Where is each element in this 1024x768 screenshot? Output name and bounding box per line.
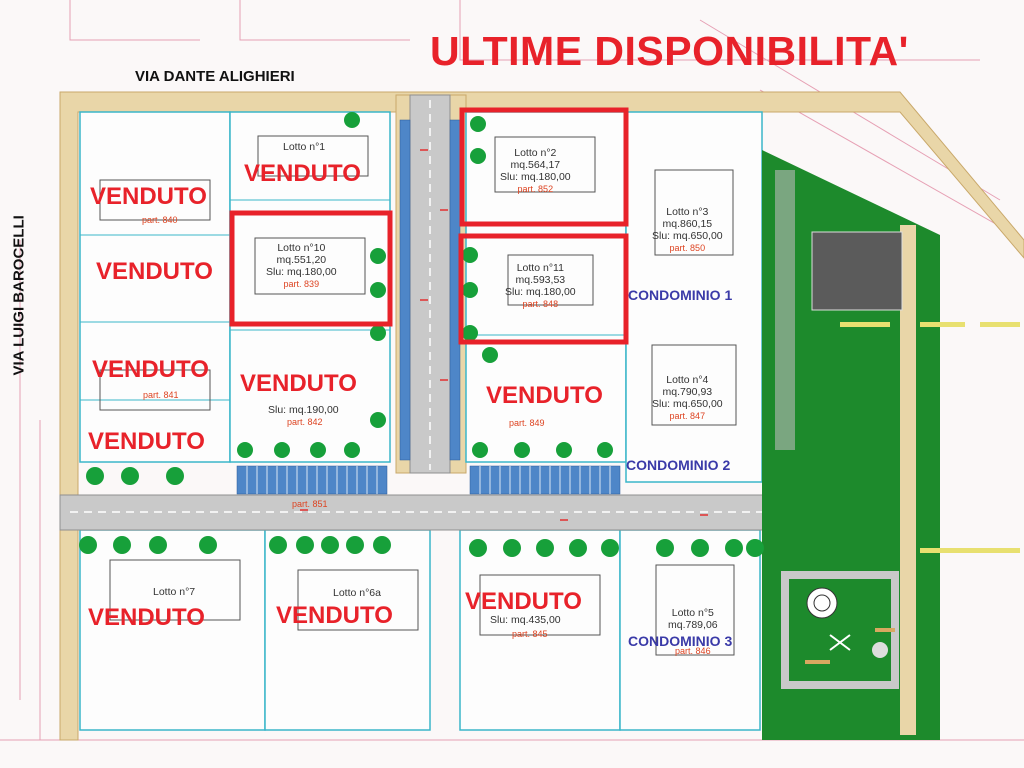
sold-label: VENDUTO <box>88 604 205 631</box>
lot-area: mq.593,53 <box>515 274 566 286</box>
lot-info-lotto-7: Lotto n°7 <box>153 586 196 598</box>
frame-lotto-11 <box>458 233 629 345</box>
condominium-label-3: CONDOMINIO 3 <box>628 633 733 649</box>
sold-label: VENDUTO <box>88 428 205 455</box>
parcel-label: part. 840 <box>142 215 178 225</box>
slu-label: Slu: mq.190,00 <box>268 404 339 416</box>
sold-label: VENDUTO <box>486 382 603 409</box>
frame-lotto-2 <box>459 107 629 227</box>
sold-label: VENDUTO <box>96 258 213 285</box>
lot-number: Lotto n°11 <box>516 262 564 274</box>
lot-slu: Slu: mq.180,00 <box>505 286 576 298</box>
lot-slu: Slu: mq.180,00 <box>266 266 337 278</box>
lot-area: mq.564,17 <box>510 159 561 171</box>
sold-label: VENDUTO <box>244 160 361 187</box>
slu-label: Slu: mq.435,00 <box>490 614 561 626</box>
parcel-label: part. 849 <box>509 418 545 428</box>
lot-parcel: part. 852 <box>517 184 554 194</box>
park-bench-marks <box>840 322 1020 553</box>
parcel-label: part. 841 <box>143 390 179 400</box>
sold-label: VENDUTO <box>90 183 207 210</box>
trees <box>79 112 764 557</box>
lot-area: mq.551,20 <box>276 254 327 266</box>
condominium-label-1: CONDOMINIO 1 <box>628 287 733 303</box>
parcel-label: part. 845 <box>512 629 548 639</box>
dimension-marks <box>300 149 708 521</box>
lot-info-lotto-11[interactable]: Lotto n°11 mq.593,53 Slu: mq.180,00 part… <box>505 262 576 310</box>
street-label-via-luigi-barocelli: VIA LUIGI BAROCELLI <box>10 215 28 376</box>
lot-info-lotto-10[interactable]: Lotto n°10 mq.551,20 Slu: mq.180,00 part… <box>266 242 337 290</box>
lot-slu: Slu: mq.180,00 <box>500 171 571 183</box>
lot-number: Lotto n°2 <box>514 147 557 159</box>
sold-label: VENDUTO <box>276 602 393 629</box>
lot-parcel: part. 839 <box>283 279 320 289</box>
parcel-label: part. 842 <box>287 417 323 427</box>
lot-parcels <box>79 111 763 731</box>
sold-label: VENDUTO <box>465 588 582 615</box>
parking-stall-lines <box>246 466 611 494</box>
parcel-label: part. 851 <box>292 499 328 509</box>
available-lot-frames <box>229 107 629 345</box>
sold-label: VENDUTO <box>240 370 357 397</box>
building-footprints <box>99 135 737 656</box>
lot-info-lotto-6a: Lotto n°6a <box>333 587 381 599</box>
sold-label: VENDUTO <box>92 356 209 383</box>
lot-info-lotto-2[interactable]: Lotto n°2 mq.564,17 Slu: mq.180,00 part.… <box>500 147 571 195</box>
condominium-label-2: CONDOMINIO 2 <box>626 457 731 473</box>
lot-info-lotto-1: Lotto n°1 <box>283 141 326 153</box>
street-label-via-dante-alighieri: VIA DANTE ALIGHIERI <box>135 68 295 85</box>
frame-lotto-10 <box>229 210 393 327</box>
green-park-area <box>762 150 940 740</box>
lot-parcel: part. 848 <box>522 299 559 309</box>
page-title: ULTIME DISPONIBILITA' <box>430 28 909 74</box>
road-centerlines <box>70 100 790 513</box>
lot-number: Lotto n°10 <box>277 242 326 254</box>
